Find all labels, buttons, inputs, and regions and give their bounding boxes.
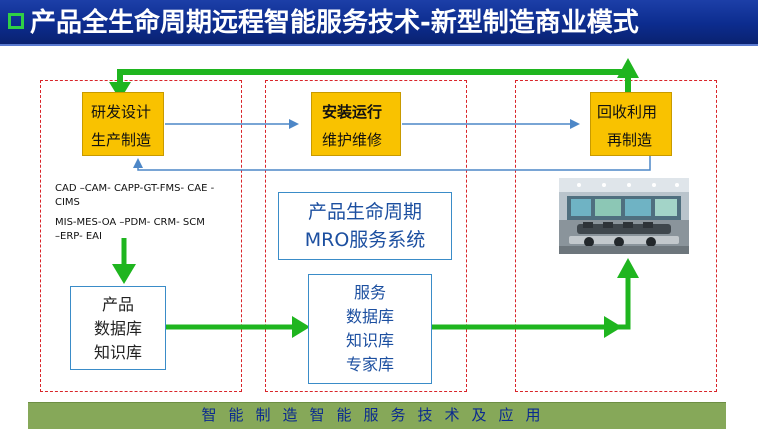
- service-db-line4: 专家库: [345, 355, 394, 374]
- arrow-product-to-service-db: [165, 316, 310, 338]
- box-recycle-line2: 再制造: [607, 131, 653, 149]
- box-install-maintain: 安装运行 维护维修: [311, 92, 401, 156]
- box-rd-manufacture: 研发设计 生产制造: [82, 92, 164, 156]
- region-recycling: [515, 80, 717, 392]
- control-room-photo: [559, 178, 689, 254]
- down-arrow-to-product-db: [112, 238, 136, 284]
- mro-system-box: 产品生命周期 MRO服务系统: [278, 192, 452, 260]
- box-install-line2: 维护维修: [322, 131, 383, 149]
- box-install-line1: 安装运行: [322, 103, 383, 121]
- box-rd-line2: 生产制造: [91, 131, 152, 149]
- tech-acronyms: CAD –CAM- CAPP-GT-FMS- CAE - CIMS MIS-ME…: [55, 182, 214, 244]
- arrow-service-db-to-recycle: [432, 258, 639, 338]
- product-db-line1: 产品: [101, 295, 134, 314]
- tech-line1: CAD –CAM- CAPP-GT-FMS- CAE -: [55, 183, 215, 194]
- tech-line2: CIMS: [55, 197, 80, 208]
- product-db-box: 产品 数据库 知识库: [70, 286, 166, 370]
- page-title: 产品全生命周期远程智能服务技术-新型制造商业模式: [30, 8, 639, 38]
- product-db-line2: 数据库: [93, 319, 142, 338]
- service-db-line2: 数据库: [345, 307, 394, 326]
- control-room-image: [559, 178, 689, 254]
- box-recycle-remanufacture: 回收利用 再制造: [590, 92, 672, 156]
- service-db-line1: 服务: [353, 283, 386, 302]
- box-recycle-line1: 回收利用: [597, 103, 658, 121]
- title-bar: 产品全生命周期远程智能服务技术-新型制造商业模式: [0, 0, 758, 46]
- bottom-banner: 智能制造智能服务技术及应用: [28, 402, 726, 429]
- blue-flow-arrows: [133, 119, 651, 171]
- service-db-line3: 知识库: [345, 331, 394, 350]
- tech-line3: MIS-MES-OA –PDM- CRM- SCM: [55, 217, 205, 228]
- mro-line2: MRO服务系统: [304, 229, 426, 251]
- service-db-box: 服务 数据库 知识库 专家库: [308, 274, 432, 384]
- top-feedback-arrow: [109, 58, 639, 100]
- box-rd-line1: 研发设计: [91, 103, 152, 121]
- region-operation-maintenance: [265, 80, 467, 392]
- square-bullet-icon: [8, 13, 24, 29]
- tech-line4: –ERP- EAI: [55, 231, 102, 242]
- mro-line1: 产品生命周期: [307, 201, 422, 223]
- product-db-line3: 知识库: [93, 343, 142, 362]
- region-design-manufacture: [40, 80, 242, 392]
